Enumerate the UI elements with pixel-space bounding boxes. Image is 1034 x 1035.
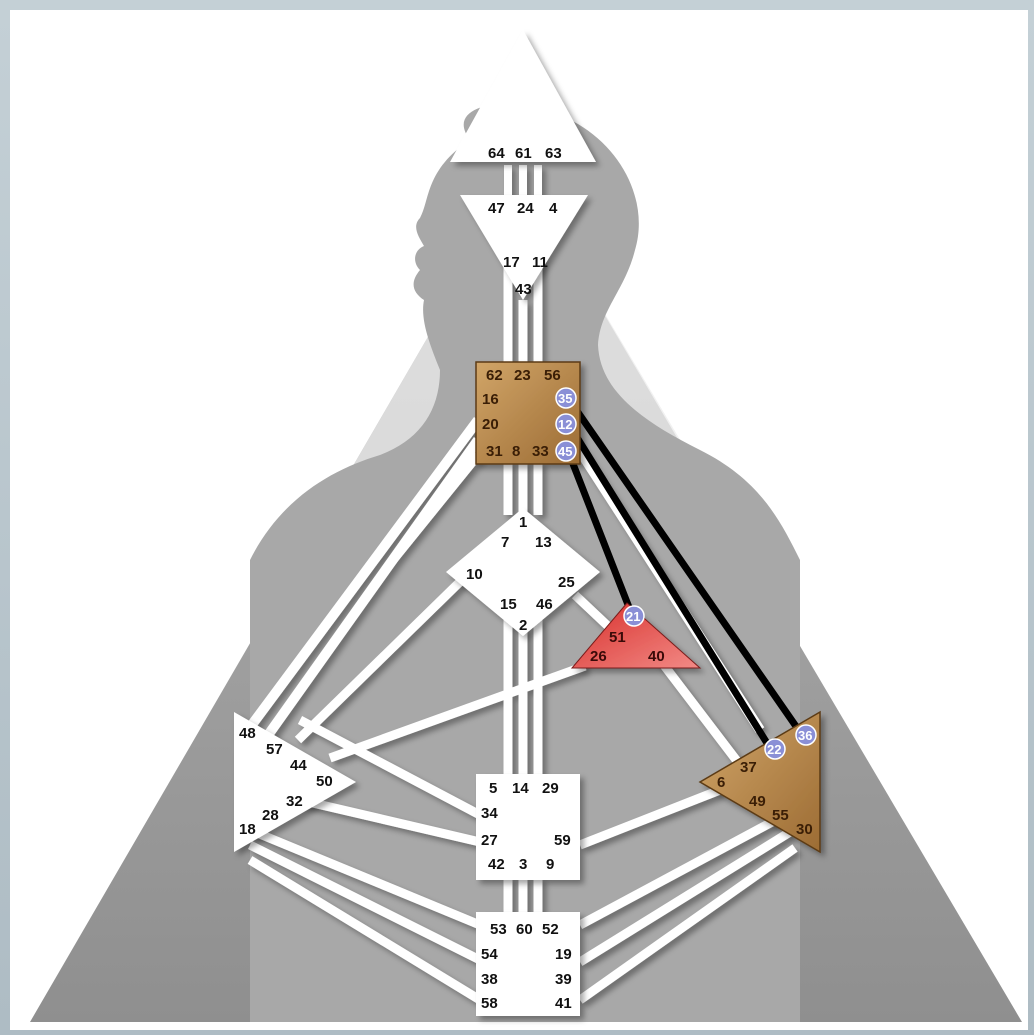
solar-plexus-center	[698, 710, 821, 854]
throat-gate-35: 35	[558, 391, 572, 406]
g-gate-25: 25	[558, 574, 575, 591]
sp-gate-22: 22	[767, 742, 781, 757]
g-gate-7: 7	[501, 534, 509, 551]
root-gate-41: 41	[555, 995, 572, 1012]
throat-circle-45	[555, 440, 577, 462]
root-gate-58: 58	[481, 995, 498, 1012]
throat-gate-12: 12	[558, 417, 572, 432]
spleen-center	[234, 712, 356, 852]
root-gate-52: 52	[542, 921, 559, 938]
g-gate-10: 10	[466, 566, 483, 583]
head-center	[450, 30, 596, 162]
sp-gate-36: 36	[798, 728, 812, 743]
spleen-gate-18: 18	[239, 821, 256, 838]
head-gate-64: 64	[488, 145, 505, 162]
spleen-gate-57: 57	[266, 741, 283, 758]
ajna-gate-47: 47	[488, 200, 505, 217]
sacral-gate-9: 9	[546, 856, 554, 873]
ajna-gate-17: 17	[503, 254, 520, 271]
sacral-center	[476, 774, 580, 880]
throat-gate-31: 31	[486, 443, 503, 460]
sacral-gate-59: 59	[554, 832, 571, 849]
spleen-gate-32: 32	[286, 793, 303, 810]
root-gate-19: 19	[555, 946, 572, 963]
heart-gate-21: 21	[626, 609, 640, 624]
ajna-center	[460, 195, 588, 300]
root-gate-39: 39	[555, 971, 572, 988]
root-center	[476, 912, 580, 1016]
g-gate-1: 1	[519, 514, 527, 531]
throat-gate-56: 56	[544, 367, 561, 384]
sp-gate-6: 6	[717, 774, 725, 791]
throat-gate-23: 23	[514, 367, 531, 384]
sp-gate-55: 55	[772, 807, 789, 824]
sacral-gate-14: 14	[512, 780, 529, 797]
active-channels	[564, 394, 806, 752]
ajna-gate-4: 4	[549, 200, 558, 217]
throat-gate-8: 8	[512, 443, 520, 460]
throat-gate-62: 62	[486, 367, 503, 384]
spleen-gate-28: 28	[262, 807, 279, 824]
root-gate-54: 54	[481, 946, 498, 963]
heart-gate-40: 40	[648, 648, 665, 665]
root-gate-53: 53	[490, 921, 507, 938]
g-gate-15: 15	[500, 596, 517, 613]
g-gate-2: 2	[519, 617, 527, 634]
g-center	[446, 508, 600, 636]
heart-gate-26: 26	[590, 648, 607, 665]
sp-gate-49: 49	[749, 793, 766, 810]
sacral-gate-27: 27	[481, 832, 498, 849]
spleen-gate-48: 48	[239, 725, 256, 742]
throat-gate-45: 45	[558, 444, 572, 459]
heart-circle-21	[623, 605, 645, 627]
head-gate-63: 63	[545, 145, 562, 162]
throat-gate-16: 16	[482, 391, 499, 408]
ajna-gate-11: 11	[532, 254, 548, 271]
sp-circle-22	[764, 738, 786, 760]
spleen-gate-44: 44	[290, 757, 307, 774]
g-gate-46: 46	[536, 596, 553, 613]
spleen-gate-50: 50	[316, 773, 333, 790]
ajna-gate-43: 43	[515, 281, 532, 298]
sacral-gate-29: 29	[542, 780, 559, 797]
heart-center	[570, 602, 702, 669]
ajna-gate-24: 24	[517, 200, 534, 217]
sacral-gate-5: 5	[489, 780, 497, 797]
sacral-gate-3: 3	[519, 856, 527, 873]
throat-circle-12	[555, 413, 577, 435]
heart-gate-51: 51	[609, 629, 626, 646]
head-gate-61: 61	[515, 145, 532, 162]
sacral-gate-34: 34	[481, 805, 498, 822]
throat-gate-20: 20	[482, 416, 499, 433]
sp-circle-36	[795, 724, 817, 746]
throat-circle-35	[555, 387, 577, 409]
root-gate-60: 60	[516, 921, 533, 938]
g-gate-13: 13	[535, 534, 552, 551]
throat-gate-33: 33	[532, 443, 549, 460]
sp-gate-37: 37	[740, 759, 757, 776]
sacral-gate-42: 42	[488, 856, 505, 873]
sp-gate-30: 30	[796, 821, 813, 838]
root-gate-38: 38	[481, 971, 498, 988]
